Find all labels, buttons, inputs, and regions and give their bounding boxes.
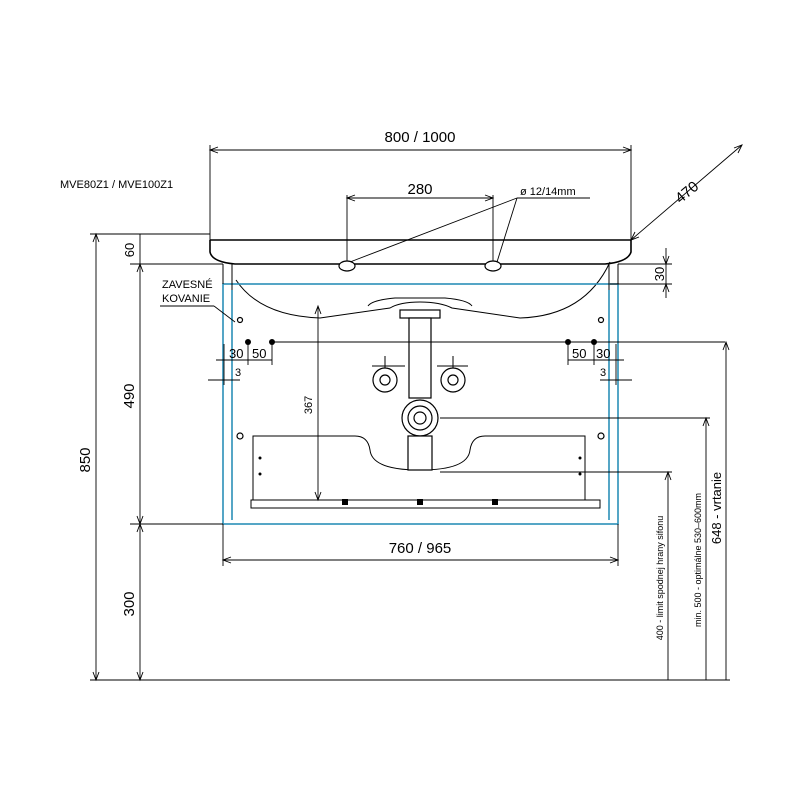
- svg-text:648 - vrtanie: 648 - vrtanie: [709, 472, 724, 544]
- depth-label: 470: [672, 178, 702, 207]
- svg-text:367: 367: [303, 396, 315, 414]
- tap-spacing-label: 280: [407, 181, 432, 198]
- depth-dimension: 470: [630, 144, 743, 241]
- height-367-dimension: 367: [303, 304, 322, 502]
- valves: [372, 356, 468, 393]
- svg-text:760 / 965: 760 / 965: [389, 540, 452, 557]
- left-hanger-dimensions: 30 50 3: [208, 344, 273, 385]
- svg-text:ZAVESNÉ: ZAVESNÉ: [162, 278, 213, 291]
- siphon: [399, 309, 441, 471]
- tap-hole-label: ø 12/14mm: [520, 186, 576, 198]
- tap-hole-leader: ø 12/14mm: [349, 186, 590, 263]
- hanger-screws: [245, 339, 725, 345]
- svg-text:490: 490: [121, 383, 138, 408]
- svg-text:30: 30: [229, 346, 243, 361]
- svg-text:3: 3: [235, 367, 241, 379]
- top-30-dimension: 30: [610, 248, 672, 298]
- svg-text:3: 3: [600, 367, 606, 379]
- svg-text:30: 30: [652, 267, 667, 281]
- svg-text:KOVANIE: KOVANIE: [162, 293, 210, 305]
- model-label: MVE80Z1 / MVE100Z1: [60, 179, 173, 191]
- svg-text:50: 50: [252, 346, 266, 361]
- svg-text:60: 60: [122, 243, 137, 257]
- right-vertical-notes: 400 - limit spodnej hrany sifonu min. 50…: [440, 340, 730, 680]
- tap-spacing-dimension: 280: [345, 181, 495, 262]
- total-width-label: 800 / 1000: [385, 129, 456, 146]
- cabinet: [222, 264, 619, 525]
- svg-text:50: 50: [572, 346, 586, 361]
- cabinet-width-dimension: 760 / 965: [221, 524, 620, 566]
- right-hanger-dimensions: 50 30 3: [567, 344, 632, 385]
- svg-text:850: 850: [77, 447, 94, 472]
- svg-text:300: 300: [121, 591, 138, 616]
- total-width-dimension: 800 / 1000: [208, 129, 633, 240]
- left-vertical-dimensions: 60 490 300 850: [77, 232, 730, 682]
- svg-text:min. 500 - optimálne 530–60: min. 500 - optimálne 530–600mm: [693, 493, 703, 627]
- svg-text:30: 30: [596, 346, 610, 361]
- hanger-label: ZAVESNÉ KOVANIE: [160, 278, 236, 323]
- svg-text:400 - limit spodnej hrany si: 400 - limit spodnej hrany sifonu: [655, 516, 665, 641]
- basin: [209, 239, 632, 319]
